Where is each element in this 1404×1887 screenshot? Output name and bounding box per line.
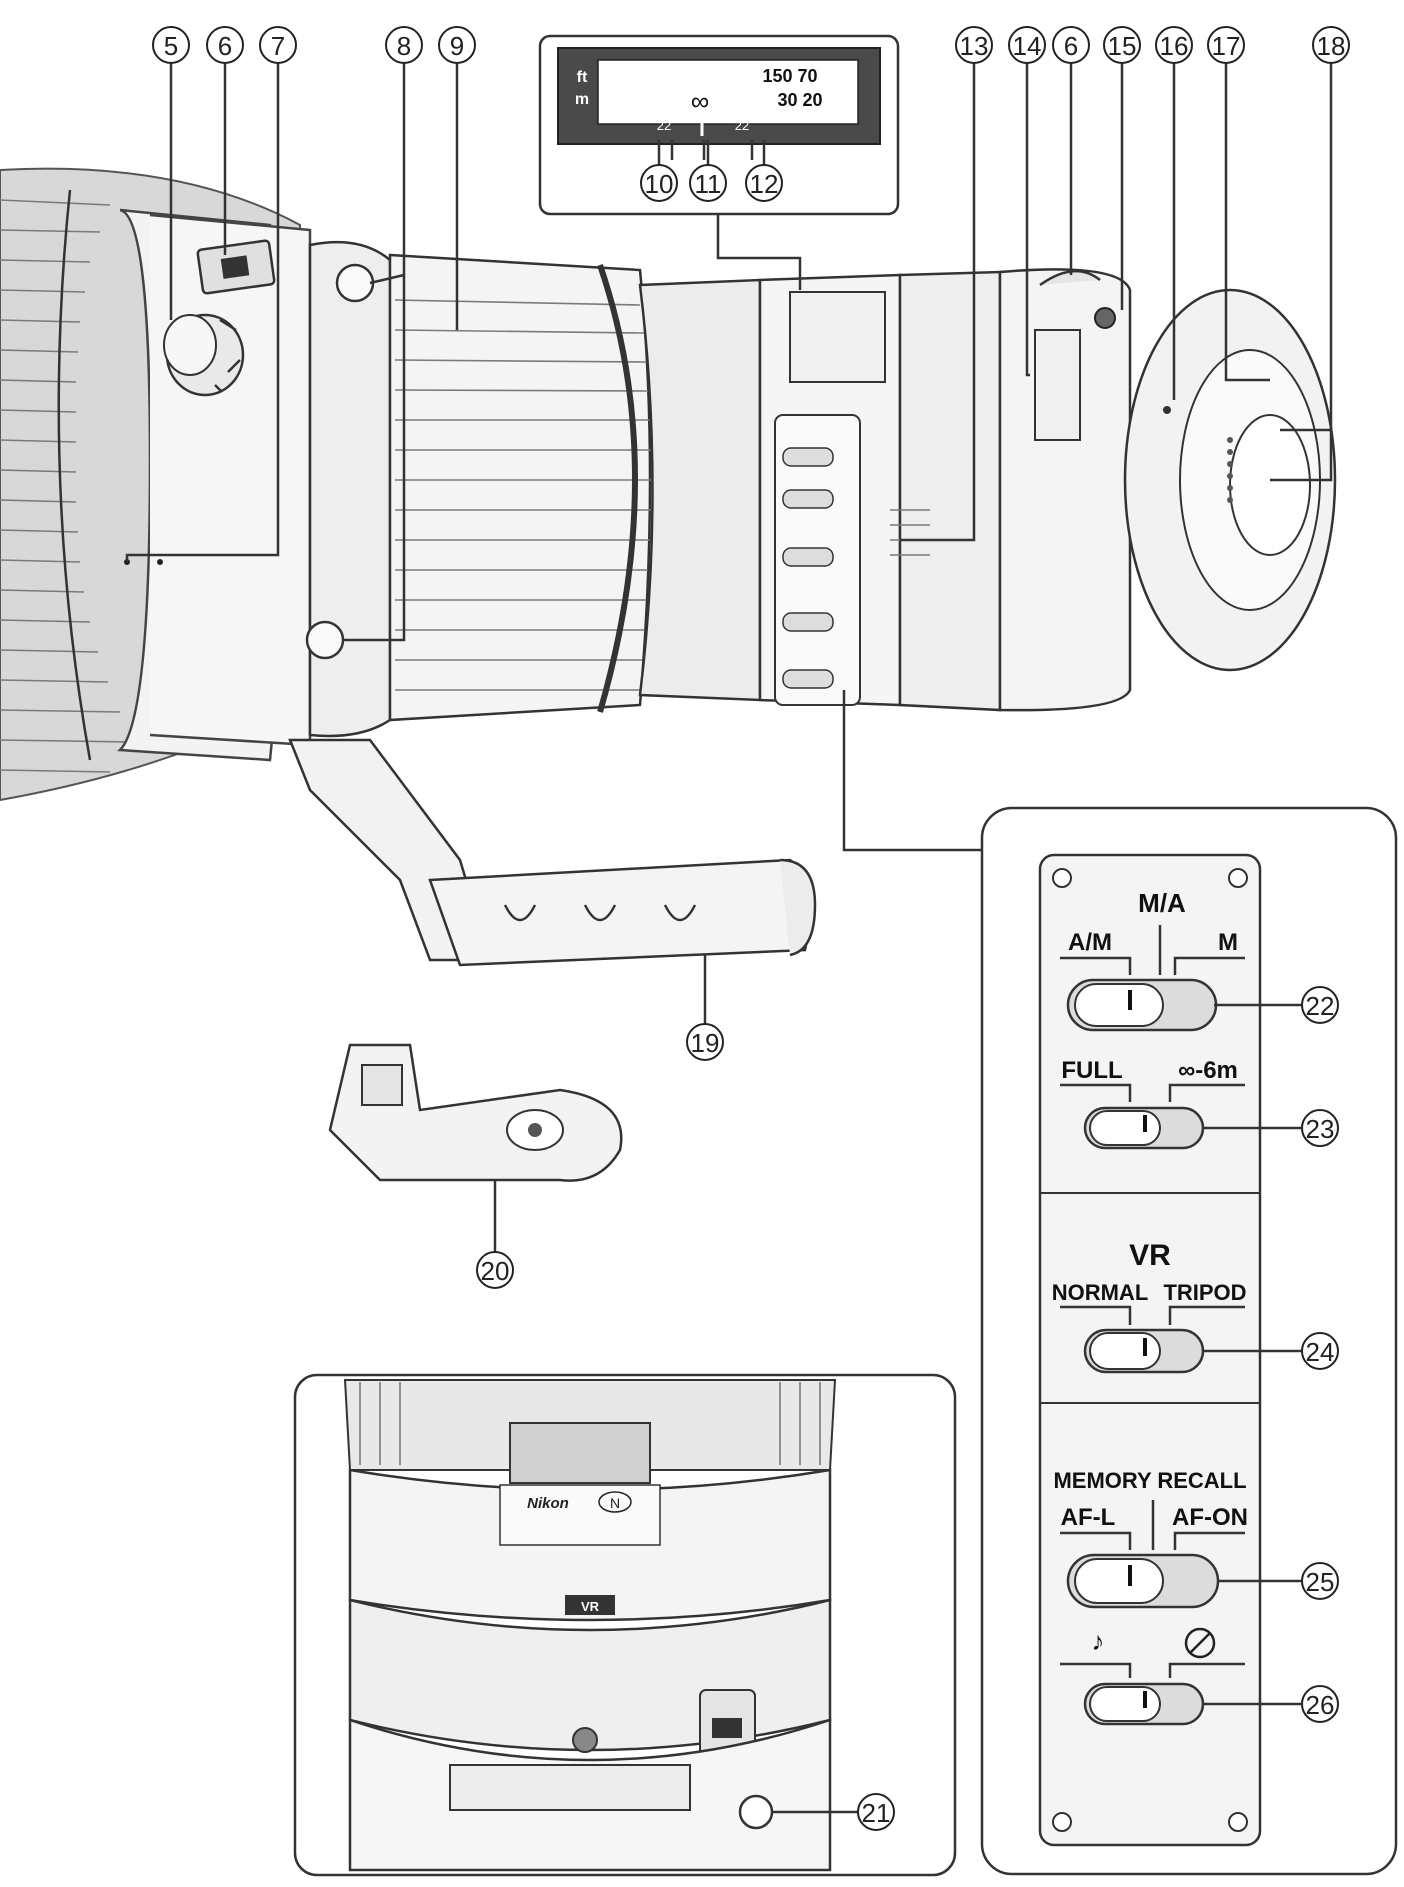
svg-text:19: 19 bbox=[691, 1028, 720, 1058]
barrel-switch-block bbox=[758, 273, 902, 707]
callout-8: 8 bbox=[385, 26, 423, 64]
svg-text:25: 25 bbox=[1306, 1567, 1335, 1597]
brand-mark: N bbox=[610, 1495, 620, 1511]
svg-text:10: 10 bbox=[645, 169, 674, 199]
middle-barrel bbox=[638, 278, 762, 702]
svg-text:18: 18 bbox=[1317, 31, 1346, 61]
strap-eyelet-right bbox=[1039, 269, 1116, 329]
beep-switch[interactable] bbox=[1083, 1682, 1205, 1726]
callout-5: 5 bbox=[152, 26, 190, 64]
hood-lock-knob bbox=[163, 313, 245, 397]
scale-ft-values: 150 70 bbox=[762, 66, 817, 86]
spare-tripod-foot bbox=[328, 1043, 623, 1182]
beep-on-label: ♪ bbox=[1092, 1626, 1105, 1656]
svg-text:6: 6 bbox=[218, 31, 232, 61]
vr-title: VR bbox=[1129, 1239, 1171, 1272]
svg-text:5: 5 bbox=[164, 31, 178, 61]
memory-recall-switch[interactable] bbox=[1066, 1553, 1220, 1609]
scale-unit-ft: ft bbox=[577, 69, 588, 86]
vr-mode-switch[interactable] bbox=[1083, 1328, 1205, 1374]
focus-ring bbox=[388, 253, 652, 722]
focus-mode-center-label: M/A bbox=[1138, 888, 1186, 918]
focus-limit-left-label: FULL bbox=[1061, 1057, 1122, 1084]
svg-text:17: 17 bbox=[1212, 31, 1241, 61]
vr-left-label: NORMAL bbox=[1052, 1280, 1149, 1305]
callout-16: 16 bbox=[1155, 26, 1193, 64]
brand-label: Nikon bbox=[527, 1495, 569, 1512]
scale-m-values: 30 20 bbox=[777, 90, 822, 110]
tripod-collar-ring bbox=[124, 240, 392, 738]
lens-underside-inset: Nikon N VR bbox=[293, 1373, 957, 1877]
callout-14: 14 bbox=[1008, 26, 1046, 64]
svg-text:21: 21 bbox=[862, 1798, 891, 1828]
callout-6-left: 6 bbox=[206, 26, 244, 64]
callout-25: 25 bbox=[1301, 1562, 1339, 1600]
rear-barrel bbox=[890, 268, 1132, 712]
focus-mode-right-label: M bbox=[1218, 929, 1238, 956]
svg-text:15: 15 bbox=[1108, 31, 1137, 61]
memory-recall-title: MEMORY RECALL bbox=[1053, 1468, 1246, 1493]
svg-text:24: 24 bbox=[1306, 1337, 1335, 1367]
focus-limit-right-label: ∞-6m bbox=[1178, 1057, 1238, 1084]
infinity-mark: ∞ bbox=[691, 86, 710, 116]
vr-right-label: TRIPOD bbox=[1163, 1280, 1246, 1305]
svg-text:12: 12 bbox=[750, 169, 779, 199]
svg-text:23: 23 bbox=[1306, 1114, 1335, 1144]
callout-23: 23 bbox=[1301, 1109, 1339, 1147]
callout-12: 12 bbox=[745, 164, 783, 202]
svg-text:6: 6 bbox=[1064, 31, 1078, 61]
leader-lines bbox=[125, 62, 1333, 1814]
callout-17: 17 bbox=[1207, 26, 1245, 64]
tripod-foot-handle bbox=[288, 738, 817, 967]
svg-text:16: 16 bbox=[1160, 31, 1189, 61]
dof-left-value: 22 bbox=[657, 118, 671, 133]
vr-badge: VR bbox=[581, 1599, 600, 1614]
release-button-icon bbox=[738, 1794, 774, 1830]
scale-unit-m: m bbox=[575, 91, 589, 108]
callout-10: 10 bbox=[640, 164, 678, 202]
switch-panel-detail: M/A A/M M FULL ∞-6m VR NORMAL TRIPOD bbox=[842, 690, 1398, 1876]
svg-text:20: 20 bbox=[481, 1256, 510, 1286]
strap-eyelet-left bbox=[196, 239, 276, 295]
svg-text:22: 22 bbox=[1306, 991, 1335, 1021]
callout-26: 26 bbox=[1301, 1685, 1339, 1723]
callout-18: 18 bbox=[1312, 26, 1350, 64]
svg-text:26: 26 bbox=[1306, 1690, 1335, 1720]
callout-6-right: 6 bbox=[1052, 26, 1090, 64]
callout-11: 11 bbox=[689, 164, 727, 202]
distance-scale-inset: ft m 150 70 30 20 ∞ 22 22 bbox=[538, 34, 900, 290]
focus-mode-switch[interactable] bbox=[1066, 978, 1218, 1032]
callout-13: 13 bbox=[955, 26, 993, 64]
beep-off-icon bbox=[1184, 1627, 1216, 1659]
callout-20: 20 bbox=[476, 1251, 514, 1289]
callout-22: 22 bbox=[1301, 986, 1339, 1024]
callout-7: 7 bbox=[259, 26, 297, 64]
svg-text:13: 13 bbox=[960, 31, 989, 61]
memory-right-label: AF-ON bbox=[1172, 1504, 1248, 1531]
callout-24: 24 bbox=[1301, 1332, 1339, 1370]
callout-markers: 5 6 7 8 9 10 11 12 13 14 6 15 16 17 18 1… bbox=[152, 26, 1350, 1831]
callout-21: 21 bbox=[857, 1793, 895, 1831]
focus-mode-left-label: A/M bbox=[1068, 929, 1112, 956]
callout-19: 19 bbox=[686, 1023, 724, 1061]
svg-text:8: 8 bbox=[397, 31, 411, 61]
dof-right-value: 22 bbox=[735, 118, 749, 133]
memory-left-label: AF-L bbox=[1061, 1504, 1116, 1531]
focus-limit-switch[interactable] bbox=[1083, 1106, 1205, 1150]
svg-text:14: 14 bbox=[1013, 31, 1042, 61]
svg-text:11: 11 bbox=[695, 169, 722, 199]
svg-text:7: 7 bbox=[271, 31, 285, 61]
svg-text:9: 9 bbox=[450, 31, 464, 61]
lens-mount bbox=[1123, 288, 1337, 672]
callout-15: 15 bbox=[1103, 26, 1141, 64]
callout-9: 9 bbox=[438, 26, 476, 64]
